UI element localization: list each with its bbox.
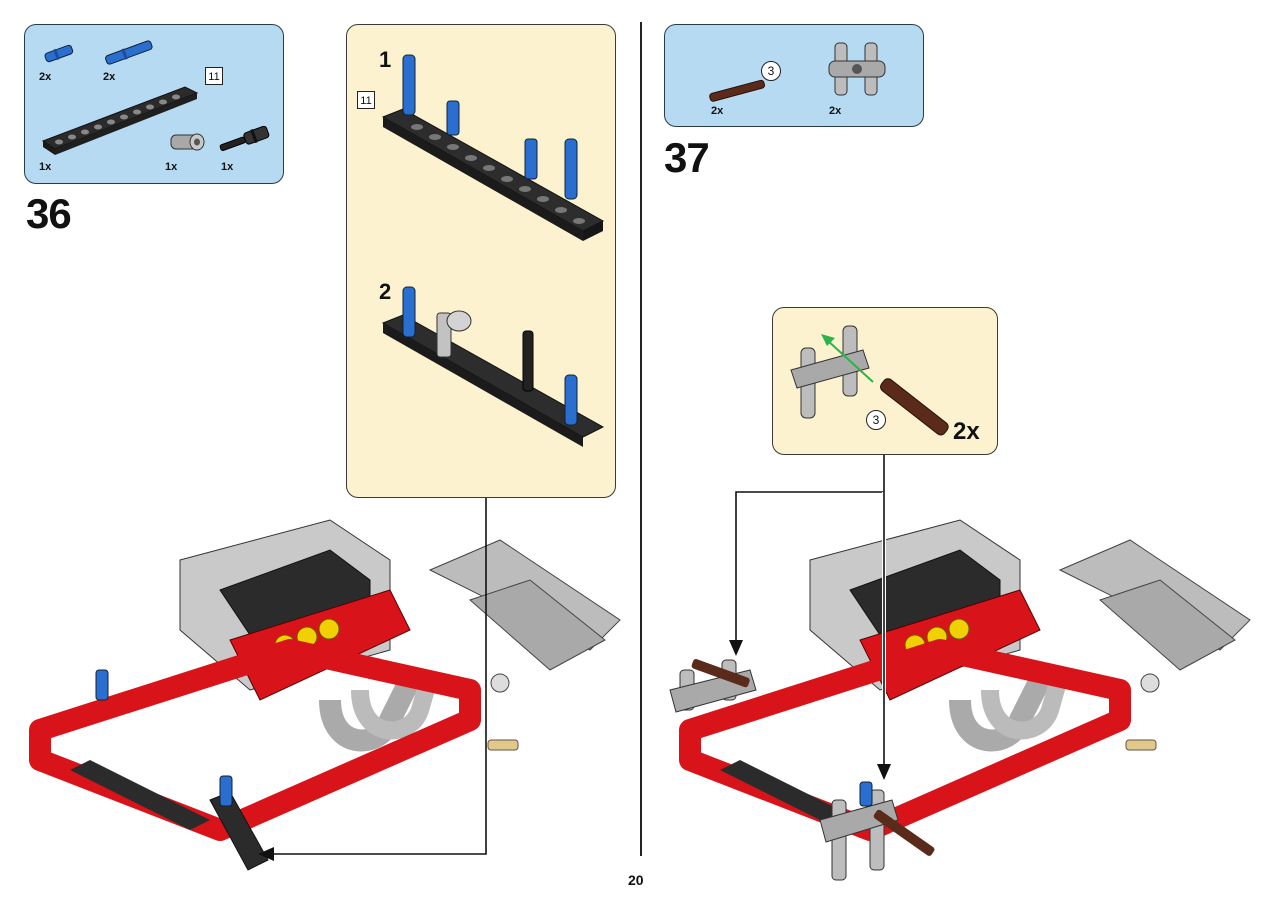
axle-length-circle: 3	[761, 61, 781, 81]
step37-callout: 3 2x	[772, 307, 998, 455]
step36-parts-box: 2x 2x 11 1x 1x 1x	[24, 24, 284, 184]
step37-number: 37	[664, 134, 710, 181]
black-beam-11-icon	[41, 86, 199, 155]
qty-axle: 2x	[711, 105, 724, 117]
page-number: 20	[628, 872, 644, 888]
step36-subassembly-callout: 1 11 2	[346, 24, 616, 498]
qty-blue-pin-short: 2x	[39, 71, 52, 83]
sub-step-2-number: 2	[379, 279, 392, 304]
sub-step-1-number: 1	[379, 47, 392, 72]
gray-cross-connector-icon	[828, 42, 886, 96]
step37-parts-box: 3 2x 2x	[664, 24, 924, 127]
sub-step-1-beam-assembly	[381, 54, 605, 241]
step36-number: 36	[26, 190, 72, 237]
step36-vehicle-model	[29, 519, 621, 871]
qty-beam: 1x	[39, 161, 52, 173]
brown-axle-3-icon	[709, 79, 766, 102]
sub-step-1-length-tag: 11	[357, 91, 375, 109]
qty-axle-pin: 1x	[221, 161, 234, 173]
blue-pin-short-icon	[44, 44, 74, 63]
qty-cross-connector: 2x	[829, 105, 842, 117]
step37-vehicle-model	[669, 519, 1251, 881]
connector-assembly-diagram	[790, 325, 949, 436]
callout-multiplier: 2x	[953, 418, 980, 445]
qty-connector: 1x	[165, 161, 178, 173]
gray-connector-icon	[170, 133, 205, 151]
callout-axle-length-circle: 3	[866, 410, 886, 430]
beam-length-tag: 11	[205, 67, 223, 85]
qty-blue-pin-long: 2x	[103, 71, 116, 83]
sub-step-2-beam-assembly	[381, 286, 605, 447]
page-divider	[640, 22, 642, 856]
blue-pin-long-icon	[105, 40, 153, 65]
black-axle-pin-icon	[219, 125, 270, 151]
